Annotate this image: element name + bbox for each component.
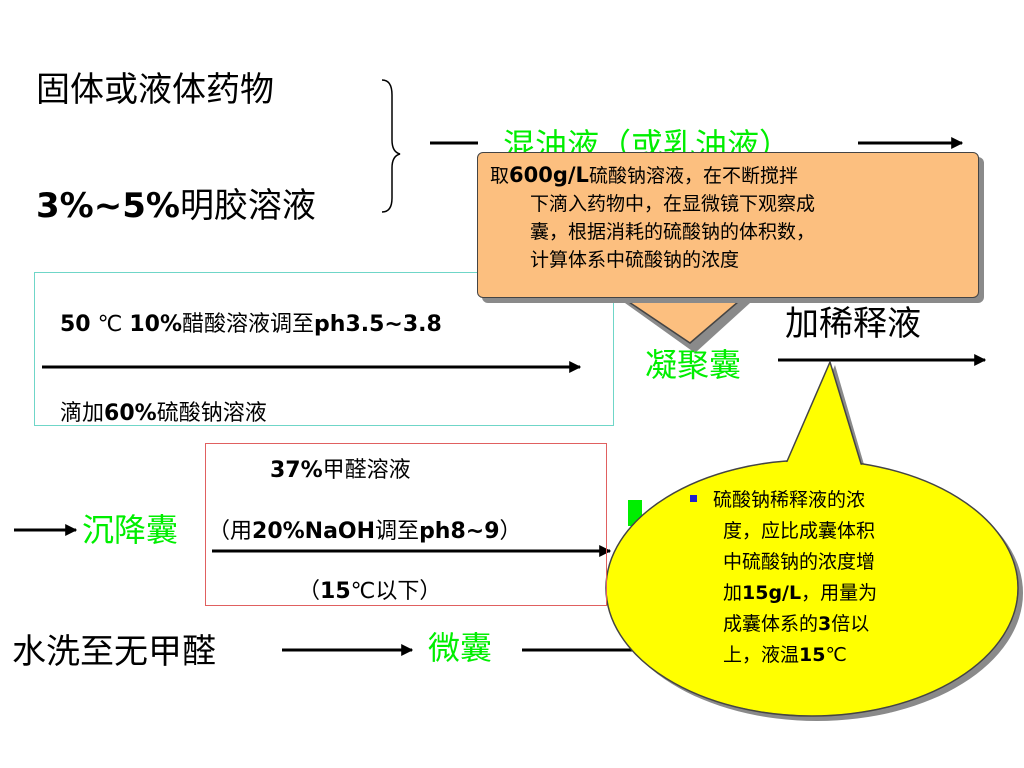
callout-line-3: 囊，根据消耗的硫酸钠的体积数， [530, 221, 816, 243]
callout-line-2: 下滴入药物中，在显微镜下观察成 [530, 193, 816, 215]
ellipse-row-6-value: 15 [799, 644, 826, 666]
naoh-value: 20%NaOH [252, 519, 376, 544]
ellipse-row-4-pre: 加 [723, 582, 743, 604]
naoh-mid: 调至 [375, 519, 420, 544]
temp-unit: ℃ [97, 312, 123, 337]
ellipse-row-5-pre: 成囊体系的 [723, 613, 819, 635]
bullet-icon [690, 495, 697, 502]
coacervate-label: 凝聚囊 [645, 346, 742, 384]
ellipse-row-4-rest: ，用量为 [801, 582, 878, 604]
callout-prefix: 取 [490, 165, 510, 187]
ellipse-row-2: 度，应比成囊体积 [723, 520, 876, 542]
temperature-limit-text: （15℃以下） [298, 573, 441, 605]
sodium-sulfate-drop-text: 滴加60%硫酸钠溶液 [60, 395, 267, 427]
gelatin-text: 明胶溶液 [179, 186, 316, 226]
callout-line-1: 取600g/L硫酸钠溶液，在不断搅拌 [490, 161, 968, 190]
ph-range: ph3.5~3.8 [314, 312, 442, 337]
formaldehyde-pct: 37% [270, 458, 323, 483]
ellipse-row-3: 中硫酸钠的浓度增 [723, 551, 876, 573]
gelatin-pct: 3%~5% [36, 186, 180, 226]
ellipse-fill-mask [607, 461, 1017, 715]
ellipse-row-4-value: 15g/L [742, 582, 802, 604]
acetic-acid-step-text: 50 ℃ 10%醋酸溶液调至ph3.5~3.8 [60, 306, 442, 338]
wash-label: 水洗至无甲醛 [12, 632, 216, 672]
formaldehyde-text: 37%甲醛溶液 [270, 452, 411, 484]
acetic-text: 醋酸溶液调至 [182, 312, 315, 337]
drop-pct: 60% [104, 401, 157, 426]
drop-pre: 滴加 [60, 401, 105, 426]
drop-rest: 硫酸钠溶液 [156, 401, 267, 426]
temp-limit-value: 15 [320, 579, 351, 604]
microcapsule-label: 微囊 [428, 629, 493, 667]
callout-line-4: 计算体系中硫酸钠的浓度 [530, 249, 740, 271]
temp-limit-rest: ℃以下） [350, 579, 442, 604]
ellipse-row-5: 成囊体系的3倍以 [690, 609, 958, 640]
acetic-pct: 10% [129, 312, 183, 337]
solid-liquid-drug-label: 固体或液体药物 [36, 70, 274, 110]
sodium-sulfate-callout: 取600g/L硫酸钠溶液，在不断搅拌 下滴入药物中，在显微镜下观察成 囊，根据消… [477, 152, 979, 298]
temp-value: 50 [60, 312, 91, 337]
gelatin-solution-label: 3%~5%明胶溶液 [36, 178, 316, 227]
dilute-label: 加稀释液 [785, 304, 921, 344]
naoh-close: ） [499, 519, 522, 544]
ellipse-row-6-rest: ℃ [825, 644, 847, 666]
ellipse-row-6-pre: 上，液温 [723, 644, 800, 666]
formaldehyde-rest: 甲醛溶液 [322, 458, 411, 483]
naoh-ph: ph8~9 [419, 519, 500, 544]
ellipse-callout-text: 硫酸钠稀释液的浓 度，应比成囊体积 中硫酸钠的浓度增 加15g/L，用量为 成囊… [690, 485, 958, 671]
sediment-label: 沉降囊 [82, 511, 179, 549]
ellipse-row-6: 上，液温15℃ [690, 640, 958, 671]
ellipse-row-1: 硫酸钠稀释液的浓 [690, 485, 958, 516]
ellipse-row-5-rest: 倍以 [831, 613, 870, 635]
ellipse-row-4: 加15g/L，用量为 [690, 578, 958, 609]
naoh-open: （用 [208, 519, 253, 544]
callout-line-1-rest: 硫酸钠溶液，在不断搅拌 [588, 165, 798, 187]
acetic-acid-step-box [34, 272, 614, 426]
naoh-text: （用20%NaOH调至ph8~9） [208, 513, 522, 545]
formaldehyde-step-box [205, 443, 607, 606]
ellipse-row-5-value: 3 [818, 613, 832, 635]
temp-open: （ [298, 579, 321, 604]
callout-concentration: 600g/L [509, 163, 589, 187]
ellipse-row-1-text: 硫酸钠稀释液的浓 [713, 489, 866, 511]
right-brace [381, 79, 401, 213]
